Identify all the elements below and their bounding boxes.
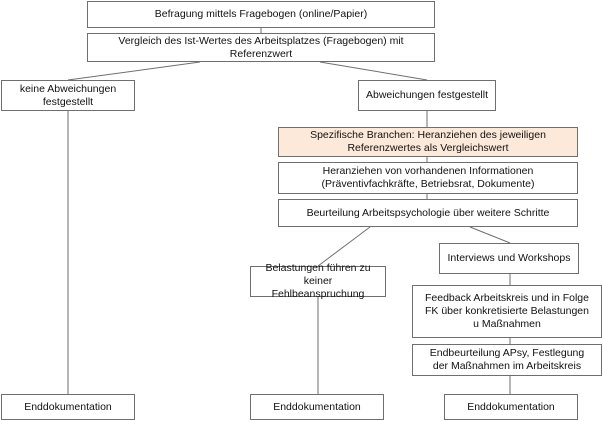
box-comparison: Vergleich des Ist-Wertes des Arbeitsplat… [87, 33, 435, 62]
box-existing-info-text: Heranziehen von vorhandenen Informatione… [321, 165, 535, 190]
box-interviews-text: Interviews und Workshops [447, 252, 571, 264]
box-interviews: Interviews und Workshops [439, 243, 579, 274]
box-survey: Befragung mittels Fragebogen (online/Pap… [87, 1, 435, 28]
box-end-doc-right-text: Enddokumentation [467, 400, 555, 413]
box-sectors-text: Spezifische Branchen: Heranziehen des je… [310, 129, 546, 154]
box-no-strain-text: Belastungen führen zu keiner Fehlbeanspr… [265, 262, 371, 300]
box-comparison-text: Vergleich des Ist-Wertes des Arbeitsplat… [118, 34, 404, 60]
connector-comparison-no-deviation [67, 61, 201, 81]
box-end-doc-left: Enddokumentation [1, 394, 135, 420]
connector-assessment-no-strain [317, 226, 371, 267]
box-end-doc-left-text: Enddokumentation [24, 400, 112, 413]
box-final-assessment: Endbeurteilung APsy, Festlegung der Maßn… [412, 344, 602, 376]
box-survey-text: Befragung mittels Fragebogen (online/Pap… [154, 8, 368, 20]
box-feedback: Feedback Arbeitskreis und in Folge FK üb… [412, 285, 602, 338]
box-assessment: Beurteilung Arbeitspsychologie über weit… [278, 199, 578, 227]
box-no-strain: Belastungen führen zu keiner Fehlbeanspr… [250, 262, 386, 300]
box-existing-info: Heranziehen von vorhandenen Informatione… [278, 162, 578, 194]
box-final-assessment-text: Endbeurteilung APsy, Festlegung der Maßn… [429, 347, 585, 372]
box-assessment-text: Beurteilung Arbeitspsychologie über weit… [306, 206, 550, 219]
box-end-doc-middle-text: Enddokumentation [273, 400, 361, 413]
box-feedback-text: Feedback Arbeitskreis und in Folge FK üb… [424, 292, 589, 330]
box-sectors: Spezifische Branchen: Heranziehen des je… [278, 127, 578, 157]
connector-comparison-deviation [319, 61, 428, 81]
connector-assessment-interviews [469, 226, 511, 244]
box-no-deviation-text: keine Abweichungen festgestellt [19, 82, 117, 108]
box-no-deviation: keine Abweichungen festgestellt [1, 80, 135, 111]
box-deviation-text: Abweichungen festgestellt [366, 89, 488, 101]
box-end-doc-right: Enddokumentation [444, 394, 578, 420]
box-end-doc-middle: Enddokumentation [250, 394, 384, 420]
box-deviation: Abweichungen festgestellt [358, 80, 496, 111]
